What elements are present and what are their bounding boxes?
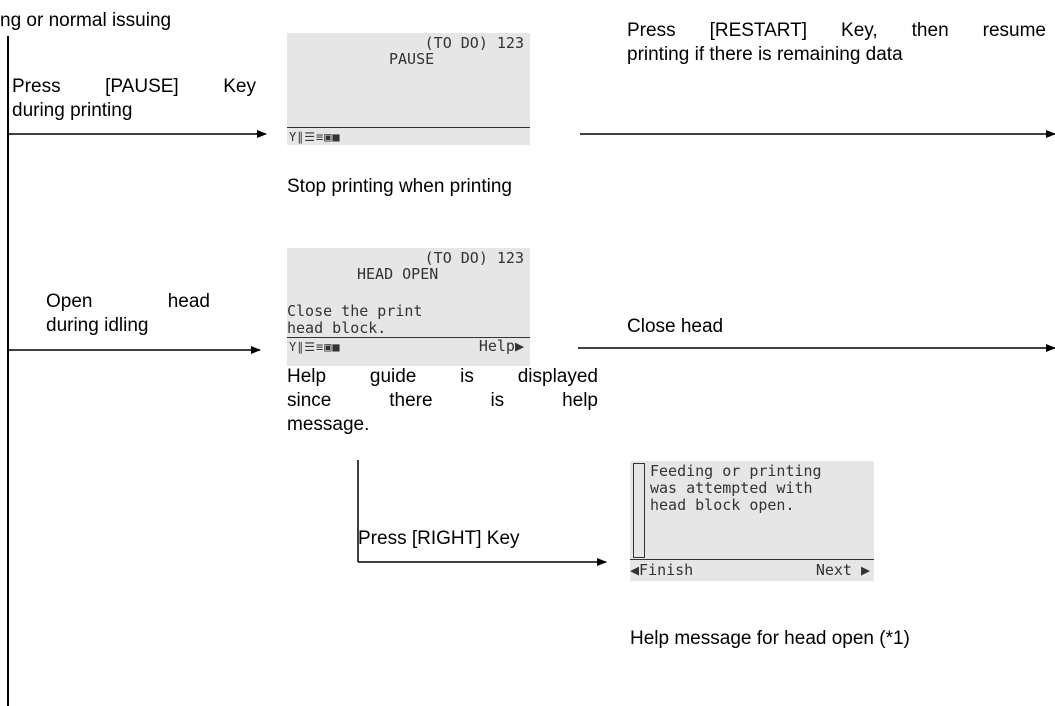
help-guide-caption-line2: since there is help [287,390,598,411]
lcd-pause-line2: PAUSE [389,50,435,68]
lcd-pause-status-icons: Y∥☰≡▣■ [289,130,341,144]
lcd-help-finish: ◀Finish [630,561,694,579]
help-guide-caption-line3: message. [287,414,370,435]
lcd-screen-help-message: Feeding or printing was attempted with h… [630,461,874,581]
branch-pause-line1: Press [PAUSE] Key [12,76,256,97]
branch-head-line2: during idling [46,315,149,336]
lcd-screen-pause: (TO DO) 123 PAUSE Y∥☰≡▣■ [287,33,530,145]
restart-note-line1: Press [RESTART] Key, then resume [627,20,1046,41]
branch-pause-line2: during printing [12,100,133,121]
branch-head-line1: Open head [46,291,210,312]
lcd-head-status-icons: Y∥☰≡▣■ [289,340,341,354]
press-right-label: Press [RIGHT] Key [358,528,520,549]
lcd-help-line2: was attempted with [650,479,813,497]
caption-pause: Stop printing when printing [287,176,512,197]
lcd-head-line3: Close the print [287,302,423,320]
lcd-help-next: Next ▶ [815,561,870,579]
lcd-pause-separator [287,127,530,128]
lcd-help-line3: head block open. [650,496,795,514]
lcd-head-line4: head block. [287,319,387,337]
lcd-head-line2: HEAD OPEN [357,265,439,283]
lcd-help-line1: Feeding or printing [650,462,822,480]
lcd-pause-line1: (TO DO) 123 [424,34,524,52]
restart-note-line2: printing if there is remaining data [627,44,903,65]
close-head-label: Close head [627,316,724,337]
top-left-text: ng or normal issuing [0,10,172,31]
caption-help-message: Help message for head open (*1) [630,628,910,649]
lcd-help-separator [630,559,874,560]
lcd-head-separator [287,337,530,338]
lcd-head-help-prompt: Help▶ [478,337,524,355]
lcd-head-line1: (TO DO) 123 [424,249,524,267]
help-guide-caption-line1: Help guide is displayed [287,366,598,387]
lcd-help-scrollbar [633,463,645,558]
lcd-screen-head-open: (TO DO) 123 HEAD OPEN Close the print he… [287,248,530,366]
